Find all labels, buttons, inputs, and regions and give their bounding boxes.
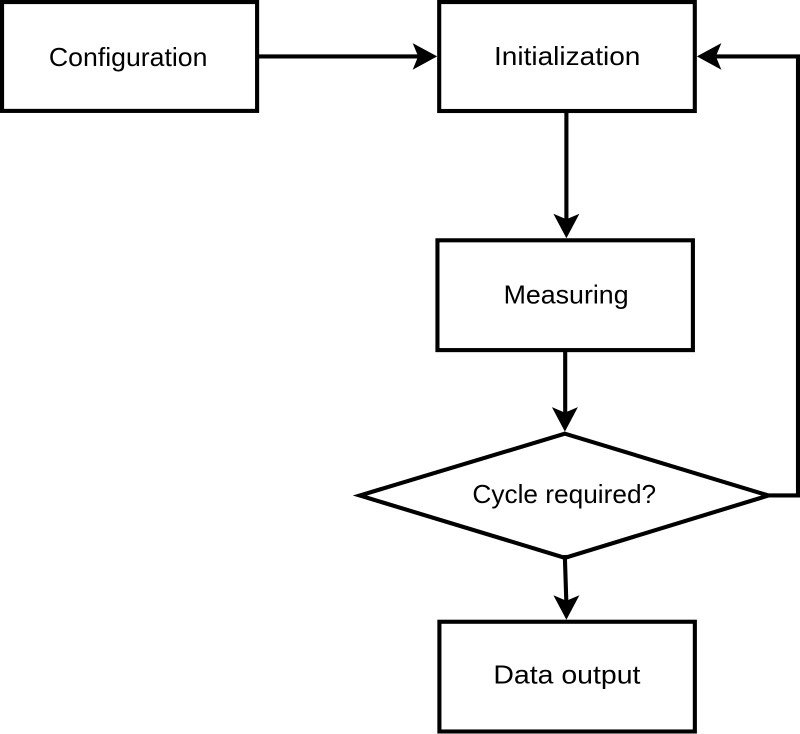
svg-text:Data output: Data output [493,659,641,689]
svg-text:Measuring: Measuring [504,280,629,310]
svg-text:Initialization: Initialization [494,41,640,71]
svg-text:Cycle required?: Cycle required? [472,479,656,509]
svg-text:Configuration: Configuration [49,42,208,72]
